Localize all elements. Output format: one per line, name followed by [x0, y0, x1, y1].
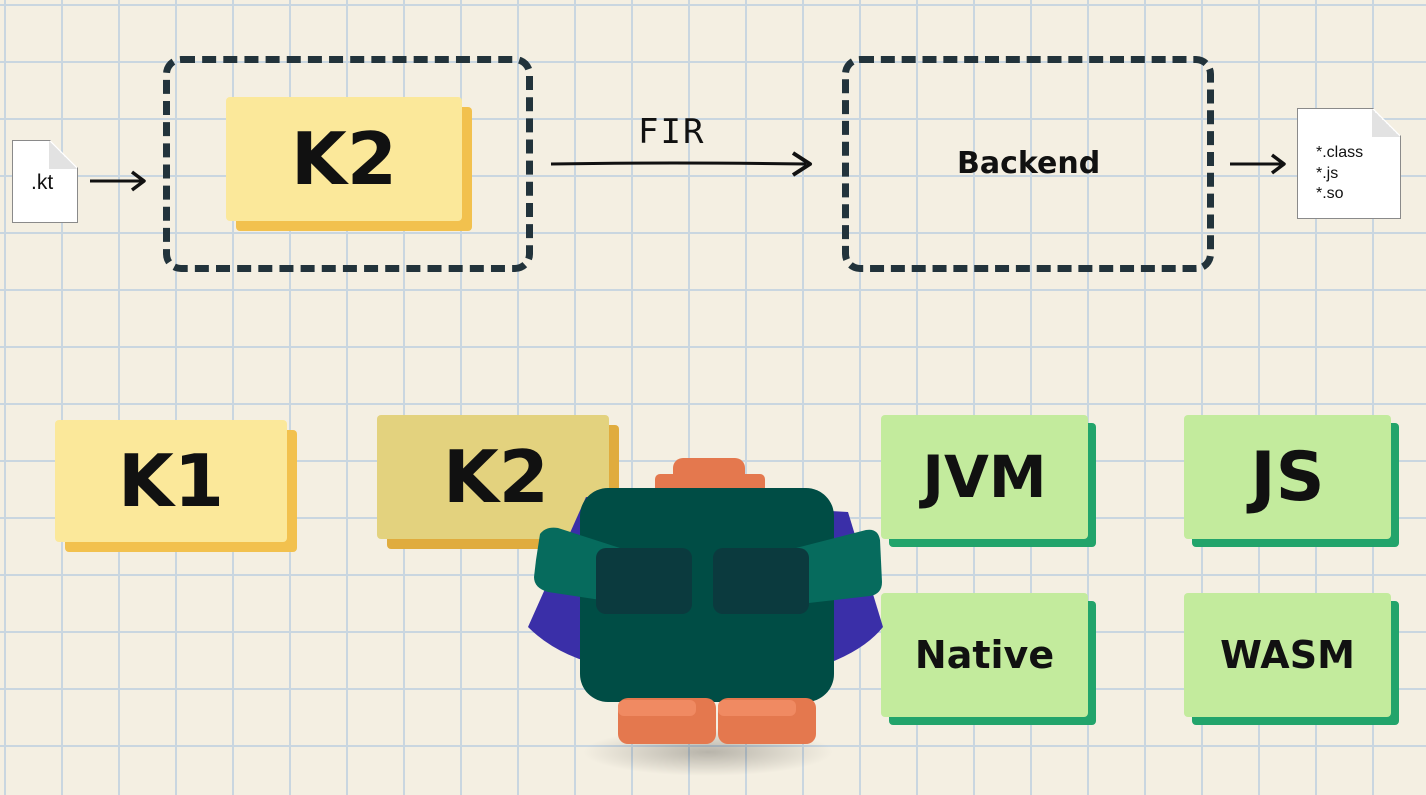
mascot-body: [580, 488, 834, 702]
fir-label: FIR: [638, 112, 706, 152]
target-js-card: JS: [1184, 415, 1391, 539]
k2-card: K2: [377, 415, 609, 539]
k2-label: K2: [443, 435, 549, 519]
kt-file-label: .kt: [31, 171, 54, 194]
arrow-backend-to-outputs: [1230, 153, 1286, 175]
backend-label: Backend: [957, 146, 1101, 181]
k1-card: K1: [55, 420, 287, 542]
target-js-label: JS: [1250, 437, 1325, 517]
backend-dashed-box: [842, 56, 1214, 272]
mascot-right-arm: [796, 529, 882, 604]
k1-label: K1: [118, 439, 224, 523]
arrow-fir: [550, 151, 812, 177]
frontend-k2-label: K2: [291, 117, 397, 201]
mascot-left-hand: [596, 548, 692, 614]
arrow-kt-to-k2: [90, 170, 146, 192]
mascot-right-hand: [713, 548, 809, 614]
output-files-icon: *.class *.js *.so: [1297, 108, 1401, 219]
frontend-k2-card: K2: [226, 97, 462, 221]
target-jvm-card: JVM: [881, 415, 1088, 539]
target-wasm-card: WASM: [1184, 593, 1391, 717]
target-native-card: Native: [881, 593, 1088, 717]
target-jvm-label: JVM: [922, 443, 1047, 511]
target-wasm-label: WASM: [1220, 633, 1355, 677]
output-so: *.so: [1316, 185, 1344, 202]
frontend-dashed-box: [163, 56, 533, 272]
output-js: *.js: [1316, 165, 1339, 182]
output-class: *.class: [1316, 144, 1364, 161]
target-native-label: Native: [914, 633, 1055, 677]
mascot-figure: [528, 458, 883, 776]
kt-file-icon: .kt: [12, 140, 78, 223]
